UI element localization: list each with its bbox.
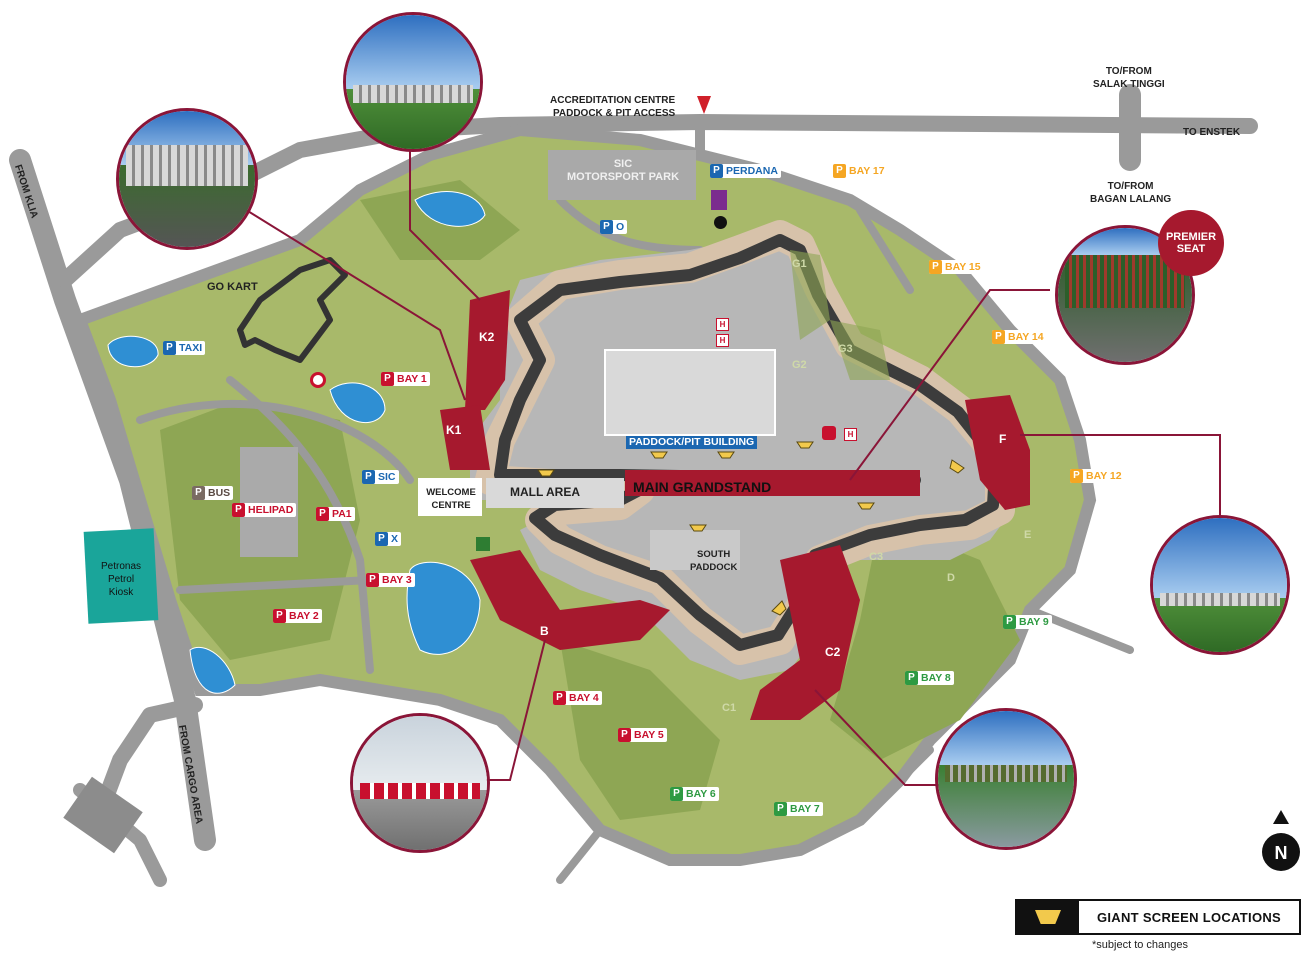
grandstand-k2-label: K2 [479,330,495,344]
cargo-building [63,776,143,854]
pointer-lines [229,150,1221,786]
purple-marker [711,190,727,210]
legend-note: *subject to changes [1092,939,1189,951]
grandstand-k1-label: K1 [446,423,462,437]
pit-building [604,349,776,436]
go-kart-label: GO KART [207,281,258,293]
grandstand-c2-label: C2 [825,645,841,659]
photo-top-grandstand [343,12,483,152]
grandstand-blocks [440,290,1030,720]
hillstand-c1-label: C1 [722,702,737,714]
bagan-lalang-label: TO/FROM BAGAN LALANG [1090,181,1172,205]
mall-building [486,478,624,508]
helipad-marker-2: H [716,334,729,347]
petronas-kiosk-label: Petronas Petrol Kiosk [100,561,142,598]
hillstand-e-label: E [1024,529,1032,541]
info-icon [714,216,727,229]
hillstand-c3-label: C3 [869,551,884,563]
main-grandstand-label: MAIN GRANDSTAND [633,479,772,495]
premier-seat-line1: PREMIER [1165,231,1217,243]
south-paddock-building [650,530,740,570]
petronas-kiosk [83,528,159,624]
welcome-centre-building [418,478,482,516]
giant-screens [537,441,965,616]
medical-centre-icon-2 [310,372,326,388]
main-grandstand-roof [625,470,920,496]
photo-b-grandstand [350,713,490,853]
photo-k-grandstand [116,108,258,250]
south-paddock-label: SOUTH PADDOCK [690,549,738,573]
lakes [107,191,486,694]
hillstand-d-label: D [947,572,955,584]
medical-centre-icon [822,426,836,440]
salak-tinggi-label: TO/FROM SALAK TINGGI [1093,66,1165,90]
photo-premier-seat [1055,225,1195,365]
giant-screen-icon [1017,901,1079,933]
compass-arrow [1273,810,1289,824]
hillstand-g3-label: G3 [838,343,853,355]
helipad-marker-1: H [716,318,729,331]
premier-seat-badge: PREMIER SEAT [1158,210,1224,276]
welcome-centre-label: WELCOME CENTRE [426,487,476,511]
paddock-pit-building-label: PADDOCK/PIT BUILDING [626,436,758,449]
photo-c2-grandstand [935,708,1077,850]
green-marker [476,537,490,551]
premier-seat-line2: SEAT [1176,243,1206,255]
accreditation-arrow-icon [697,96,711,114]
legend-label: GIANT SCREEN LOCATIONS [1096,909,1282,925]
hillstands [790,250,890,380]
helipad-marker-3: H [844,428,857,441]
accreditation-label: ACCREDITATION CENTRE PADDOCK & PIT ACCES… [550,95,676,119]
legend-box: GIANT SCREEN LOCATIONS [1015,899,1301,935]
grandstand-b-label: B [540,624,549,638]
mall-area-label: MALL AREA [510,485,580,499]
photo-f-grandstand [1150,515,1290,655]
grandstand-f-label: F [999,432,1007,446]
go-kart-track [237,257,348,363]
hillstand-g1-label: G1 [792,258,807,270]
sic-carpark [548,150,696,200]
to-enstek-label: TO ENSTEK [1183,127,1241,138]
hillstand-g2-label: G2 [792,359,807,371]
sic-motorsport-park-label: SIC MOTORSPORT PARK [566,158,680,183]
compass-north: N [1262,833,1300,871]
helipad-area [240,447,298,557]
